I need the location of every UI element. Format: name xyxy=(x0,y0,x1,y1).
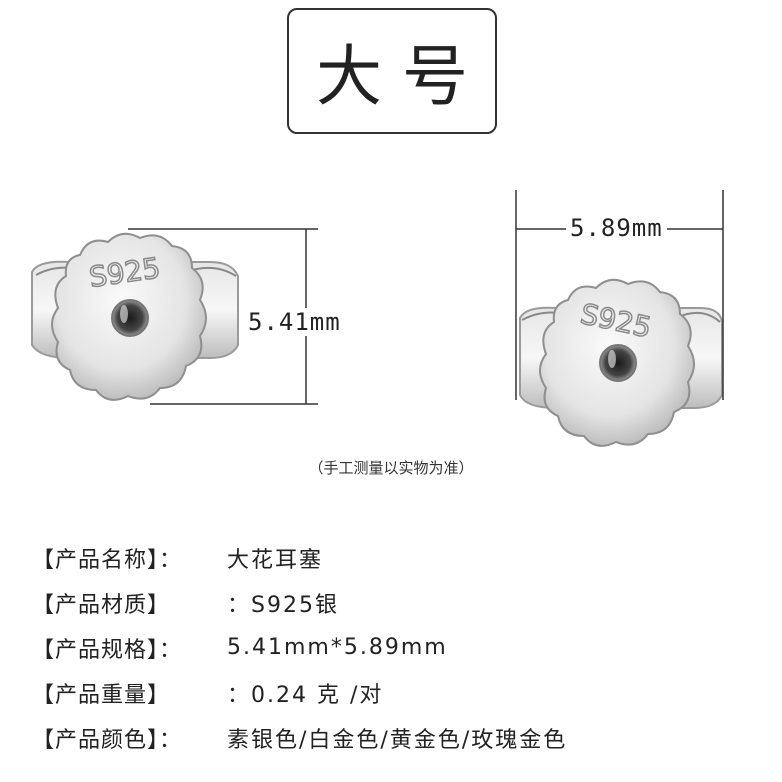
spec-label: 【产品材质】 xyxy=(32,592,171,618)
spec-row-color: 【产品颜色】： 素银色/白金色/黄金色/玫瑰金色 xyxy=(32,715,567,760)
spec-row-weight: 【产品重量】 ：0.24 克 /对 xyxy=(32,670,567,715)
width-dimension-label: 5.89mm xyxy=(566,214,667,242)
spec-value: 素银色/白金色/黄金色/玫瑰金色 xyxy=(227,727,568,753)
spec-value: 5.41mm*5.89mm xyxy=(227,635,448,660)
right-hole xyxy=(599,344,637,382)
spec-row-size: 【产品规格】： 5.41mm*5.89mm xyxy=(32,625,567,670)
spec-list: 【产品名称】： 大花耳塞 【产品材质】 ：S925银 【产品规格】： 5.41m… xyxy=(32,535,567,760)
measurement-note: （手工测量以实物为准） xyxy=(308,459,474,477)
spec-value: 大花耳塞 xyxy=(227,547,324,573)
left-earring-back: S925 xyxy=(31,232,239,401)
title-text: 大号 xyxy=(316,38,488,115)
left-hole xyxy=(111,299,149,337)
spec-label: 【产品重量】 xyxy=(32,682,171,708)
spec-label: 【产品规格】： xyxy=(32,637,183,663)
spec-value: ：S925银 xyxy=(227,592,339,618)
title-box: 大号 xyxy=(287,8,497,134)
right-earring-back: S925 xyxy=(519,278,723,447)
spec-row-name: 【产品名称】： 大花耳塞 xyxy=(32,535,567,580)
spec-label: 【产品名称】： xyxy=(32,547,183,573)
spec-label: 【产品颜色】： xyxy=(32,727,183,753)
spec-value: ：0.24 克 /对 xyxy=(227,682,384,708)
spec-row-material: 【产品材质】 ：S925银 xyxy=(32,580,567,625)
height-dimension-label: 5.41mm xyxy=(248,308,341,336)
